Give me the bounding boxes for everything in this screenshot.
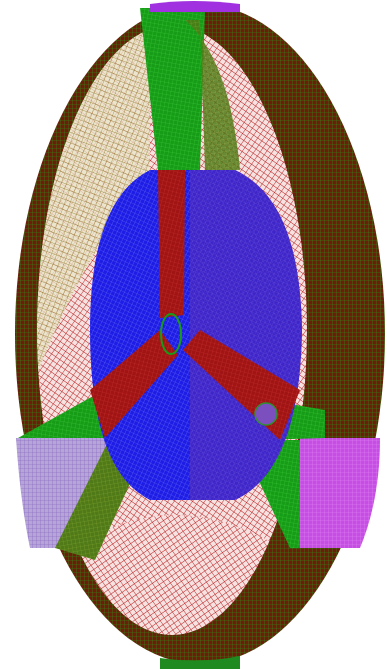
green-blade-top — [140, 8, 240, 170]
center-oval — [160, 313, 182, 355]
small-marker — [254, 402, 278, 426]
right-purple-block — [300, 438, 380, 548]
top-cap — [150, 1, 240, 12]
red-spoke-up — [158, 170, 185, 318]
bottom-cap — [160, 656, 240, 669]
red-spoke-left — [90, 330, 178, 438]
